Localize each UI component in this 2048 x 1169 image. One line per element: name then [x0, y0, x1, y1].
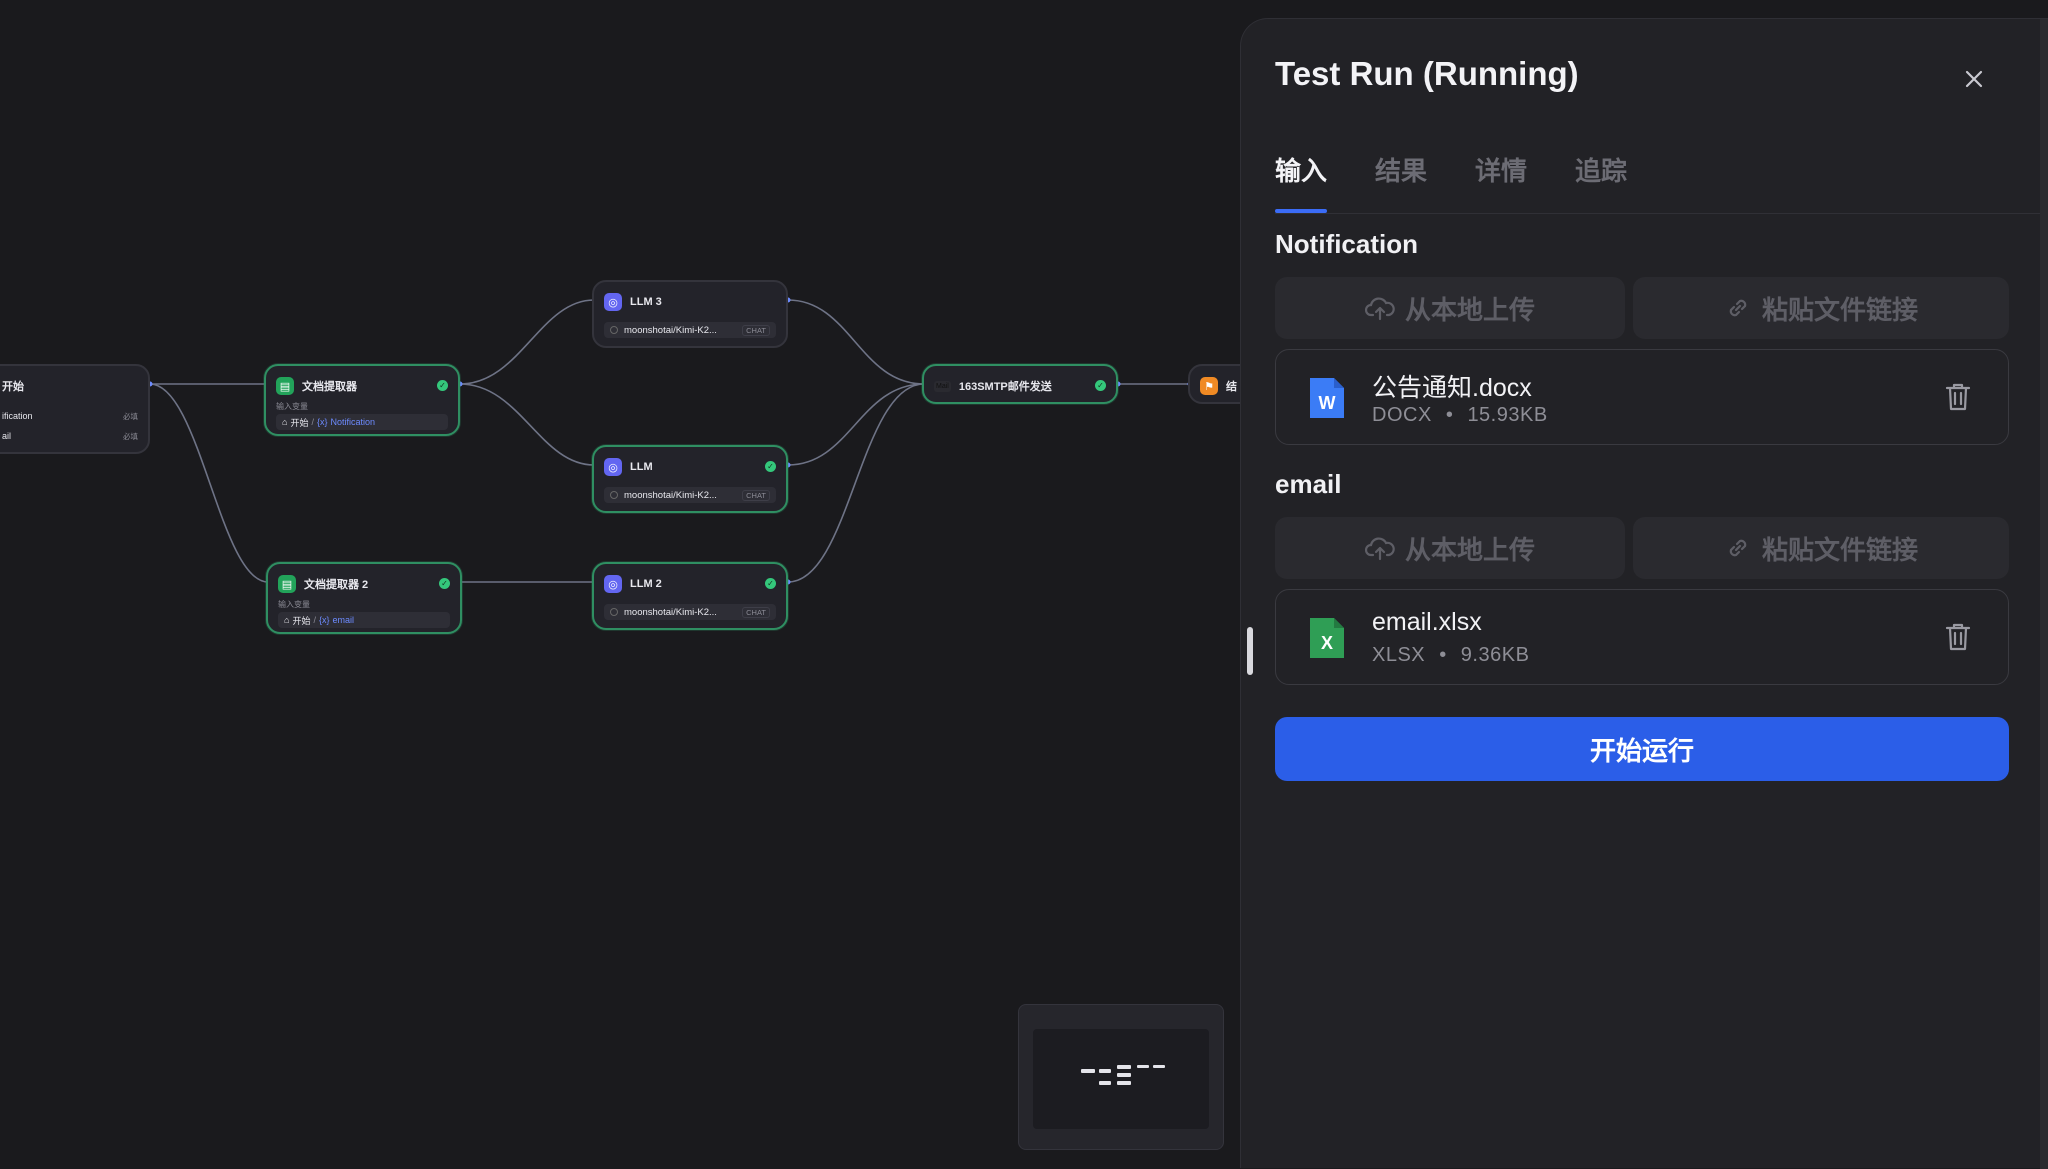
doc-extractor-icon: ▤	[278, 575, 296, 593]
minimap-node	[1117, 1065, 1131, 1069]
minimap-node	[1081, 1069, 1095, 1073]
start-var-row: ification 必填	[2, 411, 138, 421]
edge-llm-mail	[787, 383, 925, 466]
start-node-title: 开始	[2, 381, 24, 393]
minimap-node	[1137, 1065, 1149, 1068]
test-run-panel: Test Run (Running) 输入 结果 详情 追踪 Notificat…	[1240, 18, 2048, 1169]
edge-extractor1-llm3	[459, 299, 595, 385]
minimap-node	[1099, 1081, 1111, 1085]
paste-link-button[interactable]: 粘贴文件链接	[1633, 277, 2009, 339]
active-tab-indicator	[1275, 209, 1327, 213]
node-title: 163SMTP邮件发送	[958, 381, 1052, 393]
node-title: 文档提取器 2	[304, 579, 369, 591]
start-mini-icon: ⌂	[284, 615, 290, 625]
input-label-notification: Notification	[1275, 229, 1418, 259]
file-name: email.xlsx	[1372, 608, 1482, 636]
edge-llm3-mail	[787, 299, 925, 385]
delete-icon[interactable]	[1944, 622, 1972, 652]
success-check-icon: ✓	[765, 578, 776, 589]
upload-local-button[interactable]: 从本地上传	[1275, 517, 1625, 579]
llm-node[interactable]: ◎ LLM ✓ moonshotai/Kimi-K2... CHAT	[592, 445, 788, 513]
tab-bar: 输入 结果 详情 追踪	[1275, 131, 2048, 214]
panel-title: Test Run (Running)	[1275, 55, 1579, 92]
close-icon	[1965, 70, 1983, 88]
minimap[interactable]	[1018, 1004, 1224, 1150]
minimap-node	[1153, 1065, 1165, 1068]
edge-extractor1-llm	[459, 383, 595, 466]
panel-resize-handle[interactable]	[1247, 627, 1253, 675]
start-run-button[interactable]: 开始运行	[1275, 717, 2009, 781]
doc-extractor-icon: ▤	[276, 377, 294, 395]
word-file-icon: W	[1310, 378, 1344, 418]
cloud-upload-icon	[1364, 537, 1395, 561]
llm-icon: ◎	[604, 575, 622, 593]
upload-local-button[interactable]: 从本地上传	[1275, 277, 1625, 339]
var-caption: 输入变量	[278, 600, 310, 609]
start-var-row: ail 必填	[2, 431, 138, 441]
end-icon: ⚑	[1200, 377, 1218, 395]
doc-extractor-node-1[interactable]: ▤ 文档提取器 ✓ 输入变量 ⌂ 开始 / {x} Notification	[264, 364, 460, 436]
cloud-upload-icon	[1364, 297, 1395, 321]
llm-node-3[interactable]: ◎ LLM 3 moonshotai/Kimi-K2... CHAT	[592, 280, 788, 348]
tab-tracing[interactable]: 追踪	[1575, 156, 1628, 186]
file-meta: XLSX • 9.36KB	[1372, 644, 1530, 666]
node-title: LLM	[630, 461, 653, 473]
tab-result[interactable]: 结果	[1375, 156, 1428, 186]
doc-extractor-node-2[interactable]: ▤ 文档提取器 2 ✓ 输入变量 ⌂ 开始 / {x} email	[266, 562, 462, 634]
model-provider-icon	[610, 326, 618, 334]
node-title: LLM 2	[630, 578, 662, 590]
tab-detail[interactable]: 详情	[1475, 156, 1528, 186]
input-var-chip: ⌂ 开始 / {x} Notification	[276, 414, 448, 430]
scrollbar[interactable]	[2040, 19, 2048, 1169]
link-icon	[1729, 299, 1747, 317]
svg-text:W: W	[1319, 393, 1336, 413]
llm-icon: ◎	[604, 458, 622, 476]
success-check-icon: ✓	[1095, 380, 1106, 391]
file-card: X email.xlsx XLSX • 9.36KB	[1275, 589, 2009, 685]
success-check-icon: ✓	[439, 578, 450, 589]
close-button[interactable]	[1956, 61, 1992, 97]
model-chip: moonshotai/Kimi-K2... CHAT	[604, 487, 776, 503]
paste-link-button[interactable]: 粘贴文件链接	[1633, 517, 2009, 579]
llm-node-2[interactable]: ◎ LLM 2 ✓ moonshotai/Kimi-K2... CHAT	[592, 562, 788, 630]
minimap-node	[1099, 1069, 1111, 1073]
input-label-email: email	[1275, 469, 1342, 499]
node-title: 文档提取器	[302, 381, 357, 393]
success-check-icon: ✓	[765, 461, 776, 472]
file-meta: DOCX • 15.93KB	[1372, 404, 1548, 426]
minimap-node	[1117, 1073, 1131, 1077]
svg-text:X: X	[1321, 633, 1333, 653]
llm-icon: ◎	[604, 293, 622, 311]
smtp-mail-node[interactable]: Mail 163SMTP邮件发送 ✓	[922, 364, 1118, 404]
mail-icon: Mail	[934, 380, 951, 392]
model-chip: moonshotai/Kimi-K2... CHAT	[604, 322, 776, 338]
workflow-canvas[interactable]: 开始 ification 必填 ail 必填 ▤ 文档提取器 ✓ 输入变量 ⌂ …	[0, 0, 1240, 1152]
minimap-node	[1117, 1081, 1131, 1085]
excel-file-icon: X	[1310, 618, 1344, 658]
model-provider-icon	[610, 491, 618, 499]
node-title: 结	[1226, 381, 1237, 393]
model-provider-icon	[610, 608, 618, 616]
start-mini-icon: ⌂	[282, 417, 288, 427]
edge-start-extractor2	[149, 383, 269, 583]
success-check-icon: ✓	[437, 380, 448, 391]
node-title: LLM 3	[630, 296, 662, 308]
end-node[interactable]: ⚑ 结	[1188, 364, 1240, 404]
tab-input[interactable]: 输入	[1275, 156, 1328, 186]
var-caption: 输入变量	[276, 402, 308, 411]
file-name: 公告通知.docx	[1372, 374, 1532, 402]
delete-icon[interactable]	[1944, 382, 1972, 412]
input-var-chip: ⌂ 开始 / {x} email	[278, 612, 450, 628]
link-icon	[1729, 539, 1747, 557]
edge-llm2-mail	[787, 383, 925, 583]
start-node[interactable]: 开始 ification 必填 ail 必填	[0, 364, 150, 454]
minimap-viewport	[1033, 1029, 1209, 1129]
file-card: W 公告通知.docx DOCX • 15.93KB	[1275, 349, 2009, 445]
model-chip: moonshotai/Kimi-K2... CHAT	[604, 604, 776, 620]
